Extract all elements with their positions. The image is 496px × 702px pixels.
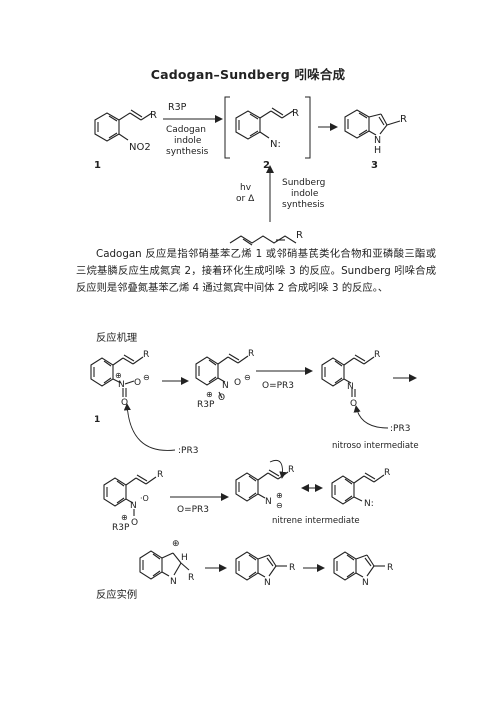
cadogan-label-3: synthesis [166,147,209,157]
mech-2-O-bottom: O [218,393,225,403]
compound-3-R: R [400,114,407,125]
mech-7-N: N [170,577,177,587]
cadogan-label-2: indole [174,136,202,146]
mech-5-structure [235,459,289,502]
mech-4-R3P: R3P [112,523,130,533]
compound-1-number: 1 [94,160,101,171]
mech-9-R: R [387,563,393,573]
mech-2-N: N [222,381,229,391]
page-title: Cadogan–Sundberg 吲哚合成 [150,67,346,82]
mech-1-O-top: O [134,378,141,388]
compound-3-H: H [374,145,381,156]
mech-3-structure [321,354,389,429]
mech-byproduct-1: O=PR3 [262,381,294,391]
mech-8-structure [235,551,287,581]
cadogan-label-1: Cadogan [166,125,206,135]
mech-2-plus: ⊕ [206,390,213,399]
mech-8-N: N [264,578,271,588]
description-paragraph: Cadogan 反应是指邻硝基苯乙烯 1 或邻硝基芪类化合物和亚磷酸三酯或三烷基… [76,248,436,294]
compound-1-nitro: NO2 [129,142,151,153]
mech-3-O: O [350,399,357,409]
mech-1-N: N [118,380,125,390]
mech-3-N: N [347,382,354,392]
compound-2-nitrene: N: [270,139,281,150]
compound-1-structure [94,109,153,142]
nitrene-label: nitrene intermediate [272,516,360,526]
compound-3-N: N [374,135,381,146]
bracket-left [224,96,230,159]
mech-1-O-bottom: O [121,398,128,408]
mechanism-heading: 反应机理 [96,332,138,344]
compound-3-structure [344,109,401,139]
mech-3-R: R [374,350,380,360]
heat-label: or Δ [236,194,255,204]
mech-6-nitrene: N: [364,499,374,509]
mech-1-R: R [143,350,149,360]
mech-5-N: N [265,497,272,507]
compound-4-R: R [296,230,303,241]
hv-label: hv [240,183,252,193]
mech-7-R: R [188,573,194,583]
reagent-top: R3P [168,102,187,113]
mech-6-structure [331,472,385,505]
mech-4-N: N [130,501,137,511]
mech-2-minus: ⊖ [244,373,251,382]
sundberg-label-3: synthesis [282,200,325,210]
reaction-scheme: R NO2 1 R3P Cadogan indole synthesis R N… [90,96,419,588]
mech-5-plus: ⊕ [276,491,283,500]
mech-1-number: 1 [94,415,100,425]
mech-4-plus: ⊕ [121,513,128,522]
bracket-right [305,96,311,159]
mech-1-minus: ⊖ [143,373,150,382]
sundberg-label-2: indole [291,189,319,199]
mech-3-reagent: :PR3 [390,424,410,434]
mech-4-O: O [131,518,138,528]
mech-1-reagent: :PR3 [178,446,198,456]
mech-7-H: H [181,553,188,563]
mech-6-R: R [384,468,390,478]
mech-byproduct-2: O=PR3 [177,505,209,515]
compound-2-R: R [292,108,299,119]
mech-7-plus: ⊕ [172,539,180,549]
mech-2-structure [195,353,249,399]
mech-4-structure [103,474,157,516]
mech-2-R: R [248,349,254,359]
mech-1-structure [90,354,176,451]
mech-4-dot: ·O [140,494,149,503]
nitroso-label: nitroso intermediate [332,441,419,451]
mech-9-N: N [362,578,369,588]
mech-1-plus: ⊕ [115,371,122,380]
compound-2-number: 2 [263,160,270,171]
mech-4-R: R [157,470,163,480]
compound-1-R: R [150,110,157,121]
sundberg-label-1: Sundberg [282,178,325,188]
mech-5-minus: ⊖ [276,501,283,510]
mech-2-O: O [234,378,241,388]
mech-7-structure [139,550,190,580]
example-heading: 反应实例 [96,589,138,601]
compound-2-structure [235,107,294,140]
compound-4-structure [229,235,297,246]
mech-5-R: R [288,465,294,475]
mech-2-R3P: R3P [197,400,215,410]
mech-8-R: R [289,563,295,573]
mech-9-structure [333,551,385,581]
compound-3-number: 3 [371,160,378,171]
